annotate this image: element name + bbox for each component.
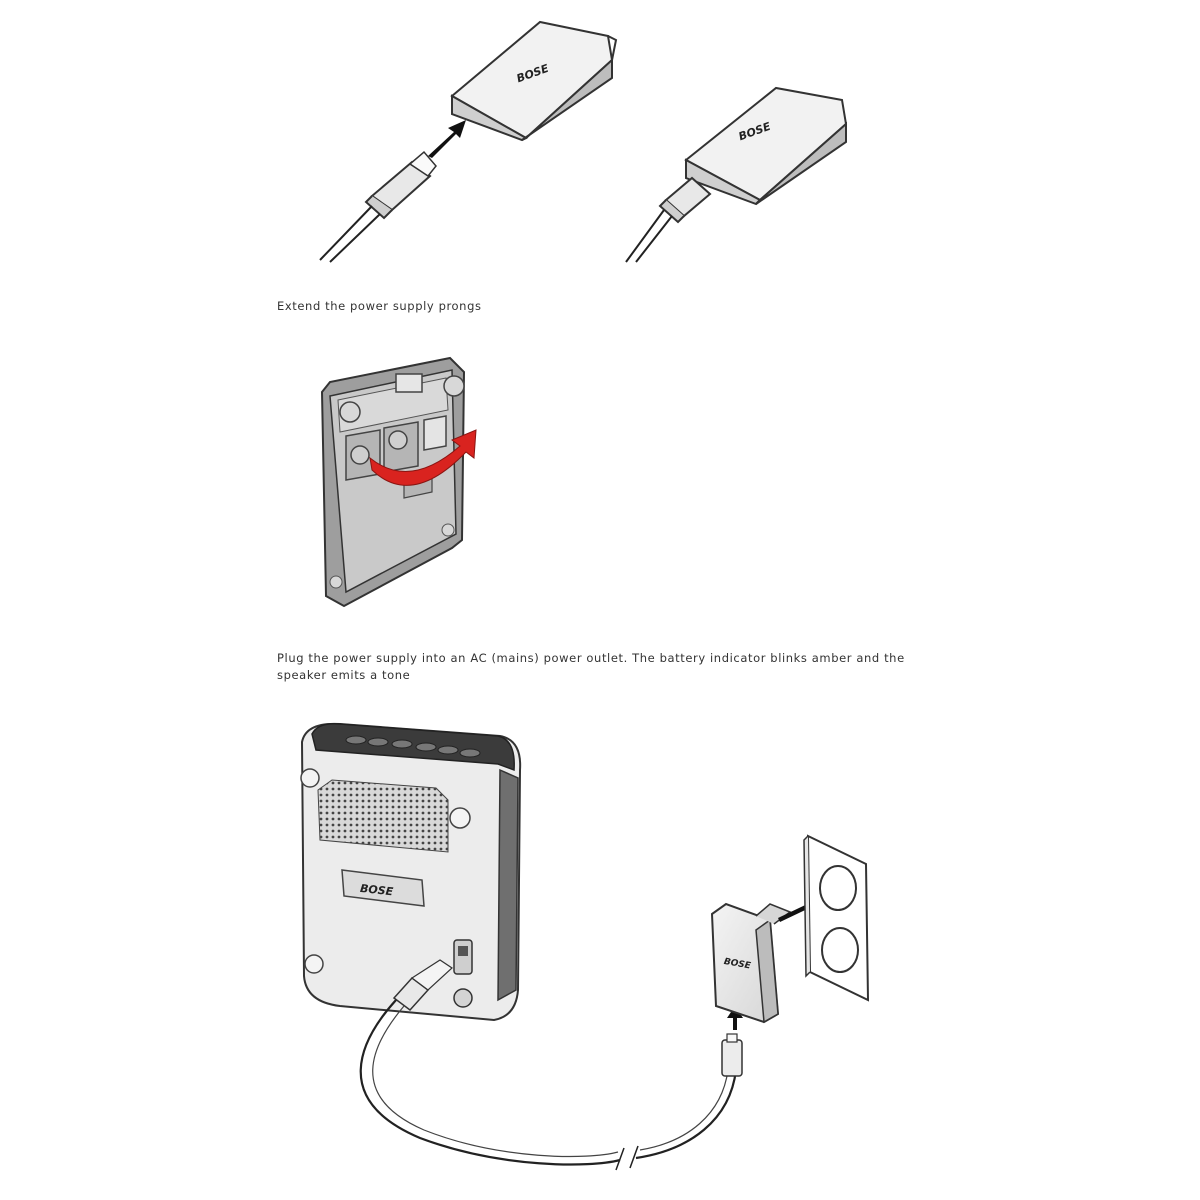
control-buttons — [345, 735, 481, 758]
bose-badge — [341, 869, 425, 907]
usb-port — [453, 939, 473, 1008]
step-caption-extend-prongs: Extend the power supply prongs — [277, 299, 482, 313]
usb-plug-icon — [658, 176, 712, 224]
step-caption-plug-in-line1: Plug the power supply into an AC (mains)… — [277, 651, 905, 665]
usb-plug-icon — [364, 150, 437, 220]
adapter-plugged-figure: BOSE — [625, 86, 848, 263]
extend-prongs-figure — [320, 356, 477, 608]
rotate-arrow-icon — [369, 429, 477, 486]
wall-outlet-icon — [803, 834, 870, 1002]
step-caption-plug-in-line2: speaker emits a tone — [277, 668, 411, 682]
usb-cable — [359, 999, 738, 1166]
bose-logo: BOSE — [723, 957, 752, 972]
power-adapter-icon: BOSE — [450, 20, 618, 142]
usb-cable — [319, 205, 381, 263]
power-adapter-icon: BOSE — [710, 902, 792, 1024]
usb-plug-icon — [392, 959, 453, 1012]
power-adapter-icon: BOSE — [684, 86, 848, 206]
cable-break-mark — [615, 1145, 639, 1171]
usb-plug-icon — [721, 1033, 743, 1077]
speaker-grille — [317, 779, 449, 853]
usb-cable — [625, 209, 673, 263]
insert-arrow-icon — [428, 120, 466, 158]
bose-logo: BOSE — [359, 882, 394, 898]
prong-slot — [345, 415, 447, 499]
speaker-icon: BOSE — [300, 722, 522, 1022]
adapter-plug-in-figure: BOSE — [319, 20, 618, 263]
usb-cable-inner — [372, 1005, 729, 1158]
speaker-top-controls — [311, 722, 515, 772]
